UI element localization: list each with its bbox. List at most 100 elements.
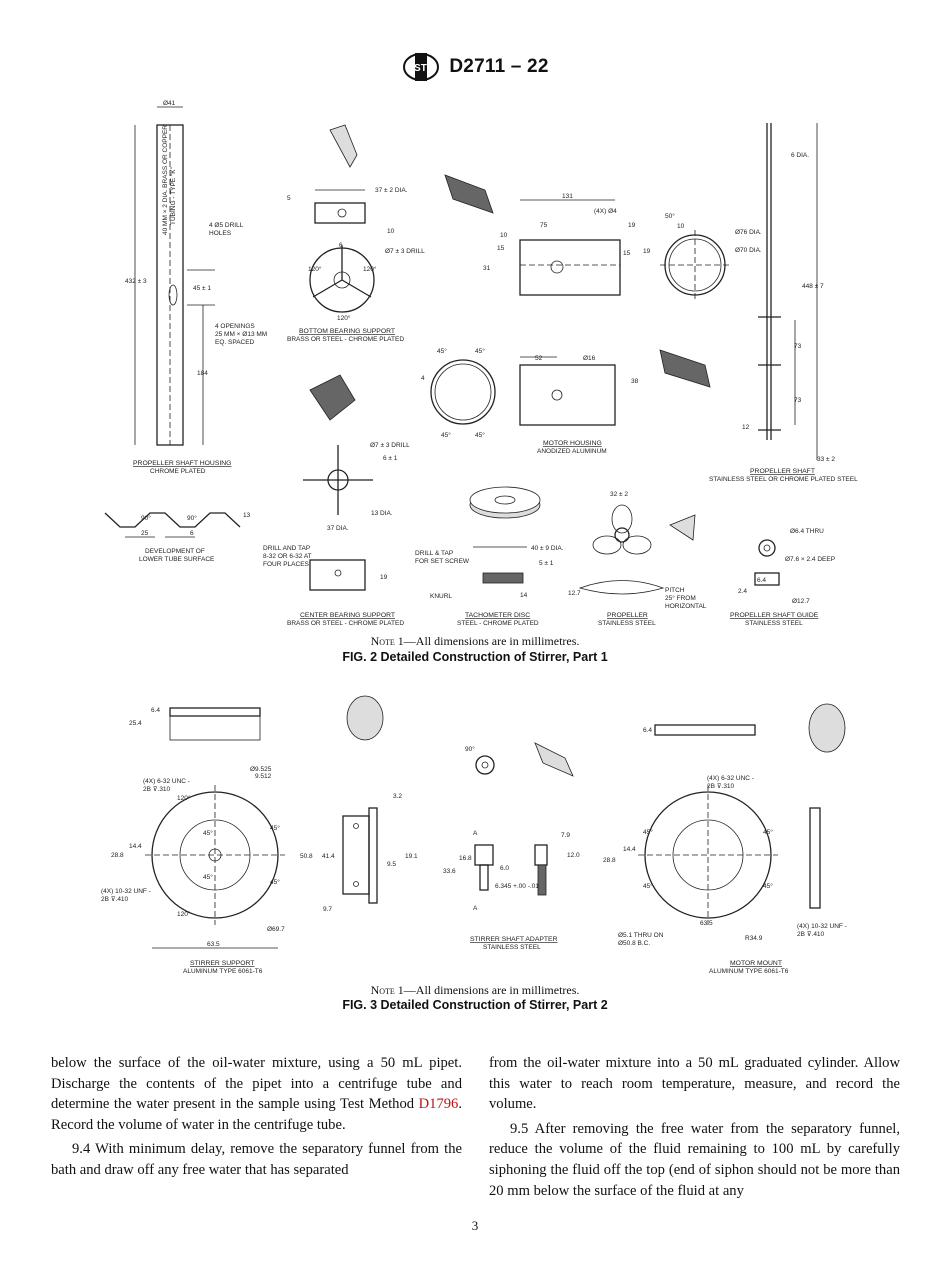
tachometer-disc: 40 ± 9 DIA. DRILL & TAP FOR SET SCREW 5 … xyxy=(415,486,564,627)
svg-text:33.6: 33.6 xyxy=(443,868,456,875)
svg-text:4: 4 xyxy=(421,375,425,382)
svg-text:6.345 +.00 -.01: 6.345 +.00 -.01 xyxy=(495,883,539,890)
svg-text:120°: 120° xyxy=(337,314,351,322)
d1796-link[interactable]: D1796 xyxy=(418,1096,459,1113)
svg-text:63.5: 63.5 xyxy=(207,941,220,948)
svg-text:432 ± 3: 432 ± 3 xyxy=(125,278,147,285)
svg-text:90°: 90° xyxy=(141,514,151,522)
svg-text:10: 10 xyxy=(387,228,395,235)
svg-text:9.512: 9.512 xyxy=(255,773,272,780)
svg-text:8-32 OR 6-32 AT: 8-32 OR 6-32 AT xyxy=(263,553,312,560)
svg-text:(4X) 10-32 UNF -: (4X) 10-32 UNF - xyxy=(797,923,847,930)
lower-tube-development: 90° 90° 13 25 6 DEVELOPMENT OF LOWER TUB… xyxy=(104,512,251,563)
paragraph: from the oil-water mixture into a 50 mL … xyxy=(489,1055,900,1113)
svg-text:STIRRER SHAFT ADAPTER: STIRRER SHAFT ADAPTER xyxy=(470,936,558,943)
svg-text:TUBING - TYPE "K": TUBING - TYPE "K" xyxy=(170,166,177,225)
svg-text:5 ± 1: 5 ± 1 xyxy=(539,560,554,567)
paragraph: below the surface of the oil-water mixtu… xyxy=(51,1055,462,1133)
svg-text:Ø7 ± 3 DRILL: Ø7 ± 3 DRILL xyxy=(385,248,425,255)
svg-text:12.0: 12.0 xyxy=(567,852,580,859)
page-header: ASTM D2711 – 22 xyxy=(0,52,950,82)
svg-text:Ø16: Ø16 xyxy=(583,355,596,362)
svg-text:38: 38 xyxy=(631,378,639,385)
svg-text:Ø41: Ø41 xyxy=(163,100,176,107)
svg-text:90°: 90° xyxy=(187,514,197,522)
svg-text:LOWER TUBE SURFACE: LOWER TUBE SURFACE xyxy=(139,556,215,563)
svg-text:13: 13 xyxy=(243,512,251,519)
svg-text:120°: 120° xyxy=(308,265,322,273)
svg-text:PITCH: PITCH xyxy=(665,587,685,594)
svg-text:90°: 90° xyxy=(465,745,475,753)
page-number: 3 xyxy=(471,1218,479,1233)
svg-text:75: 75 xyxy=(540,222,548,229)
svg-text:R34.9: R34.9 xyxy=(745,935,763,942)
svg-text:50°: 50° xyxy=(665,212,675,220)
svg-text:TACHOMETER DISC: TACHOMETER DISC xyxy=(465,612,530,619)
bottom-bearing-support: 37 ± 2 DIA. 5 10 6 Ø7 ± 3 DRILL 120° 120… xyxy=(287,124,425,343)
svg-text:5: 5 xyxy=(287,195,291,202)
fig2-note: Note 1—All dimensions are in millimetres… xyxy=(370,634,580,648)
fig3-note: Note 1—All dimensions are in millimetres… xyxy=(370,983,580,997)
svg-text:Ø69.7: Ø69.7 xyxy=(267,926,285,933)
svg-text:73: 73 xyxy=(794,397,802,404)
svg-text:15: 15 xyxy=(497,245,505,252)
svg-text:(4X) Ø4: (4X) Ø4 xyxy=(594,208,617,215)
fig3-drawing: 6.4 25.4 Ø9.525 9.512 (4X) 6-32 UNC - 2B… xyxy=(101,695,847,975)
svg-text:4 Ø5 DRILL: 4 Ø5 DRILL xyxy=(209,222,244,229)
text-column-left: below the surface of the oil-water mixtu… xyxy=(51,1053,462,1185)
svg-text:STAINLESS STEEL OR CHROME PLAT: STAINLESS STEEL OR CHROME PLATED STEEL xyxy=(709,476,858,483)
svg-text:Ø76 DIA.: Ø76 DIA. xyxy=(735,229,762,236)
propeller-shaft-guide: Ø6.4 THRU Ø7.6 × 2.4 DEEP 2.4 6.4 Ø12.7 … xyxy=(730,528,835,627)
svg-text:63.5: 63.5 xyxy=(700,920,713,927)
svg-text:45°: 45° xyxy=(643,882,653,890)
svg-text:45 ± 1: 45 ± 1 xyxy=(193,285,211,292)
svg-text:DEVELOPMENT OF: DEVELOPMENT OF xyxy=(145,548,205,555)
svg-text:25: 25 xyxy=(141,530,149,537)
svg-text:Ø7 ± 3 DRILL: Ø7 ± 3 DRILL xyxy=(370,442,410,449)
svg-text:STIRRER SUPPORT: STIRRER SUPPORT xyxy=(190,960,254,967)
svg-text:28.8: 28.8 xyxy=(111,852,124,859)
svg-text:14.4: 14.4 xyxy=(623,846,636,853)
svg-text:HORIZONTAL: HORIZONTAL xyxy=(665,603,707,610)
fig2-drawing: Ø41 40 MM × 2 DIA. BRASS OR COPPER TUBIN… xyxy=(104,100,858,627)
svg-text:ALUMINUM TYPE 6061-T6: ALUMINUM TYPE 6061-T6 xyxy=(183,968,263,975)
svg-text:45°: 45° xyxy=(203,873,213,881)
text-column-right: from the oil-water mixture into a 50 mL … xyxy=(489,1053,900,1205)
svg-text:45°: 45° xyxy=(441,431,451,439)
propeller-shaft: 6 DIA. 448 ± 7 73 73 12 33 ± 2 PROPELLER… xyxy=(709,123,858,483)
svg-text:19.1: 19.1 xyxy=(405,853,418,860)
svg-text:184: 184 xyxy=(197,370,208,377)
svg-text:Ø70 DIA.: Ø70 DIA. xyxy=(735,247,762,254)
svg-text:19: 19 xyxy=(380,574,388,581)
svg-text:A: A xyxy=(473,830,478,837)
svg-text:2B ⊽.410: 2B ⊽.410 xyxy=(797,930,825,938)
fig3-caption: FIG. 3 Detailed Construction of Stirrer,… xyxy=(342,998,608,1012)
svg-text:37 DIA.: 37 DIA. xyxy=(327,525,349,532)
svg-text:25 MM × Ø13 MM: 25 MM × Ø13 MM xyxy=(215,331,267,338)
svg-text:FOR SET SCREW: FOR SET SCREW xyxy=(415,558,470,565)
svg-text:2B ⊽.310: 2B ⊽.310 xyxy=(143,785,171,793)
svg-text:45°: 45° xyxy=(203,829,213,837)
stirrer-shaft-adapter: 90° A A 7.9 16.8 6.0 33.6 12.0 6.345 +.0… xyxy=(443,742,580,951)
svg-text:STEEL - CHROME PLATED: STEEL - CHROME PLATED xyxy=(457,620,539,627)
svg-text:25.4: 25.4 xyxy=(129,720,142,727)
svg-text:6.4: 6.4 xyxy=(151,707,160,714)
svg-text:Ø50.8 B.C.: Ø50.8 B.C. xyxy=(618,940,650,947)
svg-text:45°: 45° xyxy=(763,828,773,836)
svg-text:BRASS OR STEEL - CHROME PLATED: BRASS OR STEEL - CHROME PLATED xyxy=(287,336,404,343)
svg-text:A: A xyxy=(473,905,478,912)
svg-text:PROPELLER SHAFT: PROPELLER SHAFT xyxy=(750,468,815,475)
svg-text:33 ± 2: 33 ± 2 xyxy=(817,456,835,463)
svg-text:25° FROM: 25° FROM xyxy=(665,594,696,602)
svg-text:45°: 45° xyxy=(643,828,653,836)
svg-text:STAINLESS STEEL: STAINLESS STEEL xyxy=(745,620,803,627)
svg-text:45°: 45° xyxy=(763,882,773,890)
paragraph-9-4: 9.4 With minimum delay, remove the separ… xyxy=(51,1141,462,1178)
svg-text:3.2: 3.2 xyxy=(393,793,402,800)
motor-housing-parts: 131 (4X) Ø4 75 10 19 15 15 31 50° 10 19 … xyxy=(421,174,762,455)
fig2-caption: FIG. 2 Detailed Construction of Stirrer,… xyxy=(342,650,608,664)
svg-text:19: 19 xyxy=(628,222,636,229)
svg-text:MOTOR HOUSING: MOTOR HOUSING xyxy=(543,440,602,447)
svg-text:6.0: 6.0 xyxy=(500,865,509,872)
svg-text:9.5: 9.5 xyxy=(387,861,396,868)
